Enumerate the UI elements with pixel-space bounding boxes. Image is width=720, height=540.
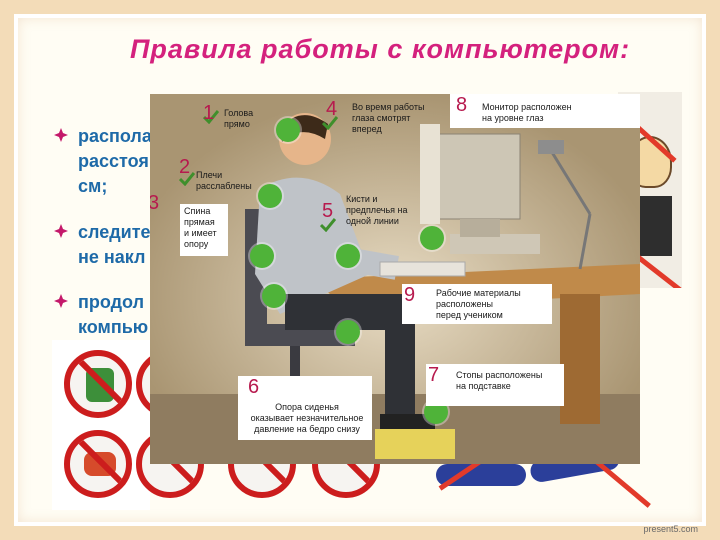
slide-title: Правила работы с компьютером: (130, 34, 631, 64)
step-number: 2 (179, 156, 191, 178)
step-text: одной линии (346, 216, 399, 226)
marker-shoulders (258, 184, 282, 208)
step-text: и имеет (184, 228, 217, 238)
step-number: 7 (428, 364, 440, 386)
check-icon (322, 116, 338, 130)
bullet-line: распола (78, 126, 152, 146)
step-text: Плечи (196, 170, 223, 180)
watermark: present5.com (643, 524, 698, 534)
marker-back (250, 244, 274, 268)
step-text: на уровне глаз (482, 113, 544, 123)
step-label: Монитор расположен на уровне глаз (482, 102, 572, 124)
step-panel (180, 204, 228, 256)
step-label: Плечи расслаблены (196, 170, 252, 192)
step-number: 4 (326, 98, 338, 120)
step-text: Кисти и (346, 194, 378, 204)
bullet-line: компью (78, 317, 149, 337)
step-label: Спина прямая и имеет опору (184, 206, 217, 250)
step-panel (238, 376, 372, 440)
step-text: Монитор расположен (482, 102, 572, 112)
bullet-line: следите (78, 222, 151, 242)
bullet-line: не накл (78, 247, 146, 267)
marker-materials (420, 226, 444, 250)
diamond-bullet-icon (54, 128, 68, 142)
step-text: расположены (436, 299, 493, 309)
step-text: оказывает незначительное (250, 413, 364, 423)
step-label: Голова прямо (224, 108, 253, 130)
step-label: Во время работы глаза смотрят вперед (352, 102, 424, 135)
bad-legs-figure (430, 446, 660, 510)
no-hairdryer-icon (64, 430, 132, 498)
step-text: Рабочие материалы (436, 288, 521, 298)
step-text: Опора сиденья (275, 402, 339, 412)
step-label: Рабочие материалы расположены перед учен… (436, 288, 521, 321)
step-text: давление на бедро снизу (254, 424, 360, 434)
step-text: прямая (184, 217, 215, 227)
step-text: опору (184, 239, 209, 249)
step-text: на подставке (456, 381, 511, 391)
step-text: перед учеником (436, 310, 503, 320)
step-number: 1 (203, 102, 215, 124)
bullet-line: расстоя (78, 151, 149, 171)
step-text: Стопы расположены (456, 370, 543, 380)
step-number: 5 (322, 200, 334, 222)
step-text: Голова (224, 108, 254, 118)
step-text: Спина (184, 206, 211, 216)
marker-seat (262, 284, 286, 308)
step-text: расслаблены (196, 181, 252, 191)
marker-hands (336, 244, 360, 268)
step-label: Стопы расположены на подставке (456, 370, 542, 392)
step-text: предплечья на (346, 205, 408, 215)
step-label: Опора сиденья оказывает незначительное д… (242, 402, 372, 435)
step-panel (450, 94, 640, 128)
scene-drawing (150, 94, 640, 464)
step-panel (402, 284, 552, 324)
step-text: Во время работы (352, 102, 425, 112)
workstation-illustration: 1 Голова прямо 2 Плечи расслаблены Спина… (150, 94, 640, 464)
step-number: 8 (456, 94, 468, 116)
step-label: Кисти и предплечья на одной линии (346, 194, 408, 227)
no-backpack-icon (64, 350, 132, 418)
step-text: прямо (224, 119, 250, 129)
marker-head (276, 118, 300, 142)
bullet-line: см; (78, 176, 108, 196)
check-icon (179, 172, 195, 186)
step-number: 6 (248, 376, 260, 398)
diamond-bullet-icon (54, 294, 68, 308)
step-text: вперед (352, 124, 382, 134)
step-number: 3 (150, 192, 160, 214)
step-text: глаза смотрят (352, 113, 411, 123)
diamond-bullet-icon (54, 224, 68, 238)
marker-seat-edge (336, 320, 360, 344)
check-icon (320, 218, 336, 232)
check-icon (203, 110, 219, 124)
bullet-line: продол (78, 292, 145, 312)
step-panel (426, 364, 564, 406)
step-number: 9 (404, 284, 416, 306)
